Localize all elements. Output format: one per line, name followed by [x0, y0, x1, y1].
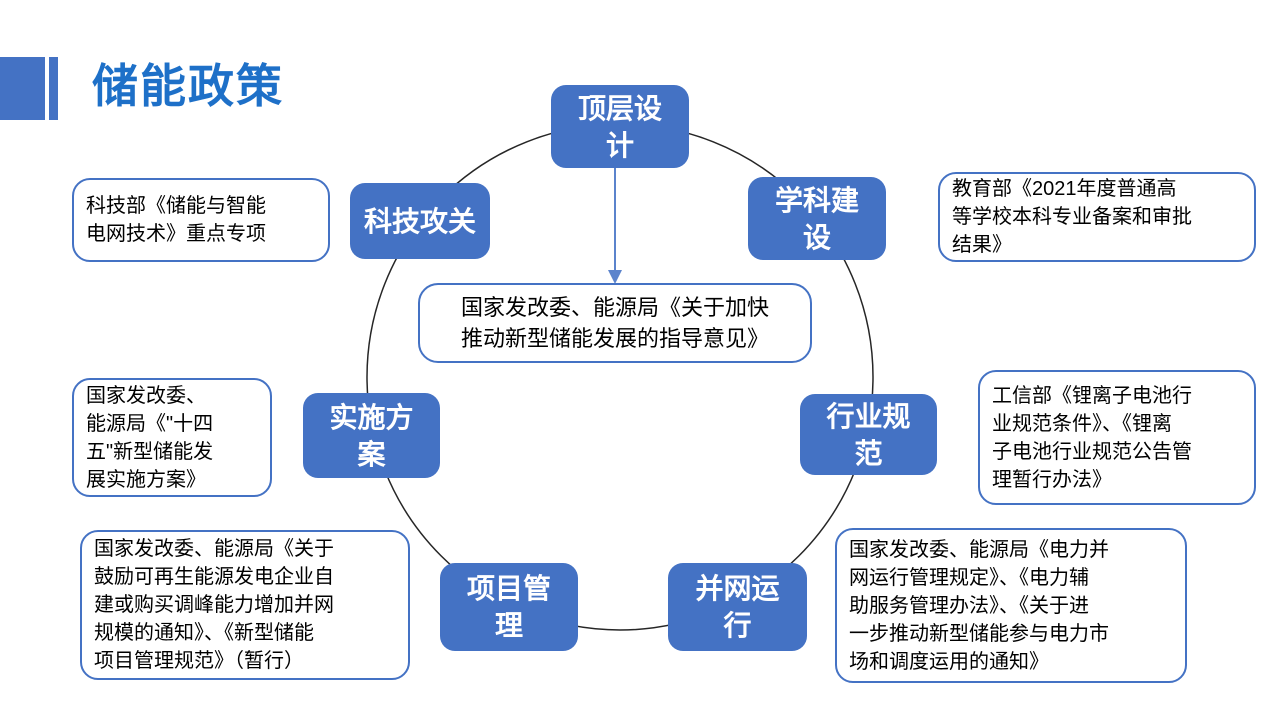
- node-implementation-plan: 实施方 案: [303, 393, 440, 478]
- callout-ndrc-14-5-plan: 国家发改委、 能源局《"十四 五"新型储能发 展实施方案》: [72, 378, 272, 497]
- callout-ndrc-grid-rules: 国家发改委、能源局《电力并 网运行管理规定》、《电力辅 助服务管理办法》、《关于…: [835, 528, 1187, 683]
- node-discipline-construction: 学科建 设: [748, 177, 886, 260]
- callout-ndrc-project-rules: 国家发改委、能源局《关于 鼓励可再生能源发电企业自 建或购买调峰能力增加并网 规…: [80, 530, 410, 680]
- node-tech-research: 科技攻关: [350, 183, 490, 259]
- node-top-design: 顶层设 计: [551, 85, 689, 168]
- node-project-management: 项目管 理: [440, 563, 578, 651]
- page-title: 储能政策: [92, 60, 284, 112]
- callout-miit-battery-standard: 工信部《锂离子电池行 业规范条件》、《锂离 子电池行业规范公告管 理暂行办法》: [978, 370, 1256, 505]
- center-policy-box: 国家发改委、能源局《关于加快 推动新型储能发展的指导意见》: [418, 283, 812, 363]
- node-industry-standard: 行业规 范: [800, 394, 937, 475]
- node-grid-operation: 并网运 行: [668, 563, 807, 651]
- callout-most-special-project: 科技部《储能与智能 电网技术》重点专项: [72, 178, 330, 262]
- title-accent-bar-small: [49, 57, 58, 120]
- callout-moe-filing-result: 教育部《2021年度普通高 等学校本科专业备案和审批 结果》: [938, 172, 1256, 262]
- title-accent-bar-large: [0, 57, 45, 120]
- arrow-top-to-center-head: [608, 270, 622, 284]
